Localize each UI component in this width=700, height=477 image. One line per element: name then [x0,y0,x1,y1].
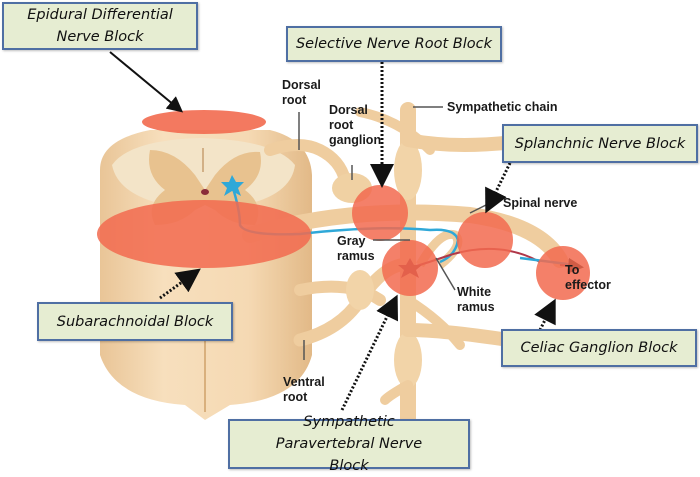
selective-root-block-text: Selective Nerve Root Block [295,36,493,52]
epidural-block-label: Epidural Differential Nerve Block [2,2,198,50]
spinal-nerve [242,204,568,268]
epidural-zone [142,110,266,134]
selective-root-block-label: Selective Nerve Root Block [286,26,502,62]
central-canal [201,189,209,195]
splanchnic-zone [457,212,513,268]
celiac-zone [536,246,590,300]
paravertebral-block-text: Sympathetic Paravertebral Nerve Block [275,414,423,474]
celiac-block-text: Celiac Ganglion Block [520,340,678,356]
nerve-root-zone [352,185,408,241]
label-dorsal-root: Dorsal root [282,78,321,107]
block-zones [97,110,590,300]
splanchnic-block-text: Splanchnic Nerve Block [514,135,686,152]
label-sympathetic-chain: Sympathetic chain [447,100,558,114]
splanchnic-block-label: Splanchnic Nerve Block [502,124,698,163]
spinal-cord [100,130,312,420]
label-dorsal-root-ganglion: Dorsal root ganglion [329,103,382,147]
label-white-ramus: White ramus [457,285,495,314]
label-gray-ramus: Gray ramus [337,234,375,263]
subarachnoidal-block-label: Subarachnoidal Block [37,302,233,341]
label-to-effector: To effector [565,263,611,292]
label-ventral-root: Ventral root [283,375,325,404]
paravertebral-zone [382,240,438,296]
dorsal-root [264,139,351,186]
paravertebral-block-label: Sympathetic Paravertebral Nerve Block [228,414,470,474]
label-spinal-nerve: Spinal nerve [503,196,578,210]
pointer-arrows [109,51,556,411]
celiac-block-label: Celiac Ganglion Block [501,329,697,367]
subarachnoidal-block-text: Subarachnoidal Block [56,313,214,330]
epidural-block-text: Epidural Differential Nerve Block [27,7,173,45]
subarachnoid-zone [97,200,311,268]
